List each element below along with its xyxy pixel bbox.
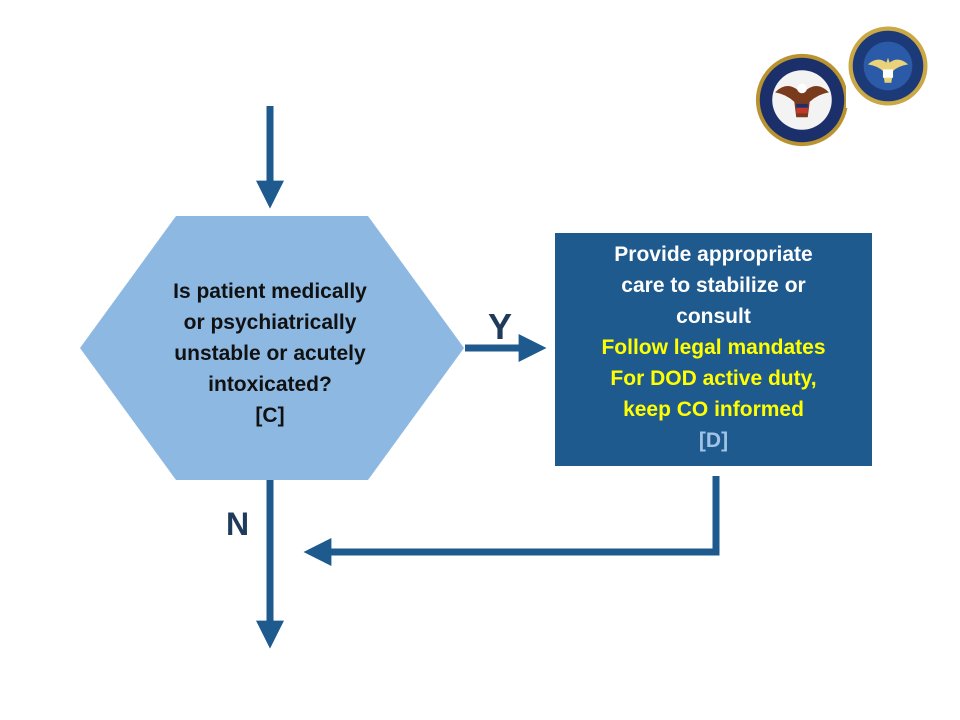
decision-line: intoxicated? xyxy=(208,373,332,396)
decision-hexagon xyxy=(80,216,464,480)
decision-ref: [C] xyxy=(255,404,285,427)
decision-text: Is patient medically or psychiatrically … xyxy=(120,276,420,431)
action-highlight-line: keep CO informed xyxy=(623,398,804,421)
action-line: care to stabilize or xyxy=(621,274,806,297)
action-ref: [D] xyxy=(698,429,729,452)
action-line: consult xyxy=(676,305,751,328)
action-highlight-line: For DOD active duty, xyxy=(610,367,817,390)
dod-seal-icon xyxy=(846,24,930,108)
action-box: Provide appropriate care to stabilize or… xyxy=(555,233,872,466)
return-connector xyxy=(303,476,720,566)
decision-line: Is patient medically xyxy=(173,280,367,303)
no-label: N xyxy=(226,506,250,542)
yes-label: Y xyxy=(488,306,513,347)
va-seal-icon xyxy=(755,53,849,147)
action-highlight-line: Follow legal mandates xyxy=(601,336,826,359)
decision-line: unstable or acutely xyxy=(174,342,366,365)
decision-line: or psychiatrically xyxy=(183,311,357,334)
action-line: Provide appropriate xyxy=(614,243,813,266)
